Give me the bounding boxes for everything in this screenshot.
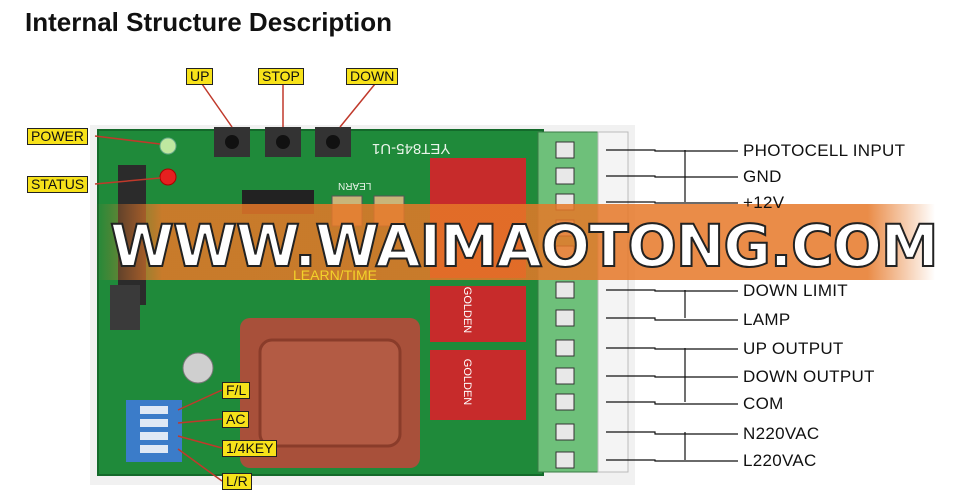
terminal-screw [555,367,575,385]
terminal-label: PHOTOCELL INPUT [743,141,906,160]
capacitor [182,352,214,384]
terminal-label: DOWN OUTPUT [743,367,875,386]
terminal-screw [555,339,575,357]
terminal-screw [555,167,575,185]
relay-brand-2: GOLDEN [461,358,474,406]
learn-print: LEARN [338,180,372,191]
down-label: DOWN [346,68,399,85]
fl-label: F/L [222,382,251,399]
terminal-leader [606,347,738,350]
power-label: POWER [27,128,88,145]
terminal-leader [606,175,738,178]
terminal-label: +12V [743,193,785,212]
quarter-key-label: 1/4KEY [222,440,278,457]
relay-3 [430,350,526,420]
learn-time-print: LEARN/TIME [293,267,378,283]
terminal-screw [555,141,575,159]
terminal-screw [555,423,575,441]
terminal-label: N220VAC [743,424,820,443]
board-model: YET845-U1 [372,140,451,157]
up-label: UP [186,68,214,85]
stop-button-part [265,127,301,157]
terminal-leader [606,375,738,378]
terminal-screw [555,281,575,299]
stop-label: STOP [258,68,304,85]
terminal-label: GND [743,167,782,186]
terminal-leader-lines [606,149,738,462]
terminal-label: UP OUTPUT [743,339,844,358]
terminal-leader [606,289,738,292]
page-title: Internal Structure Description [25,7,392,37]
terminal-label: COM [743,394,784,413]
terminal-leader [606,459,738,462]
terminal-label: LAMP [743,310,791,329]
terminal-screw [555,309,575,327]
terminal-label: DOWN LIMIT [743,281,848,300]
status-led [159,168,177,186]
lr-label: L/R [222,473,252,490]
relay-2 [430,286,526,342]
down-button-part [315,127,351,157]
power-led [159,137,177,155]
status-label: STATUS [27,176,89,193]
terminal-leader [606,149,738,152]
terminal-leader [606,401,738,405]
terminal-screw [555,393,575,411]
watermark-text: WWW.WAIMAOTONG.COM [109,211,940,281]
terminal-screw [555,451,575,469]
terminal-leader [606,201,738,204]
leader-lines [94,83,376,482]
ac-label: AC [222,411,250,428]
relay-brand-1: GOLDEN [461,286,474,334]
terminal-label: L220VAC [743,451,817,470]
watermark-band [95,204,935,280]
terminal-leader [606,431,738,435]
wire-slots [597,131,629,473]
terminal-leader [606,317,738,321]
up-button-part [214,127,250,157]
